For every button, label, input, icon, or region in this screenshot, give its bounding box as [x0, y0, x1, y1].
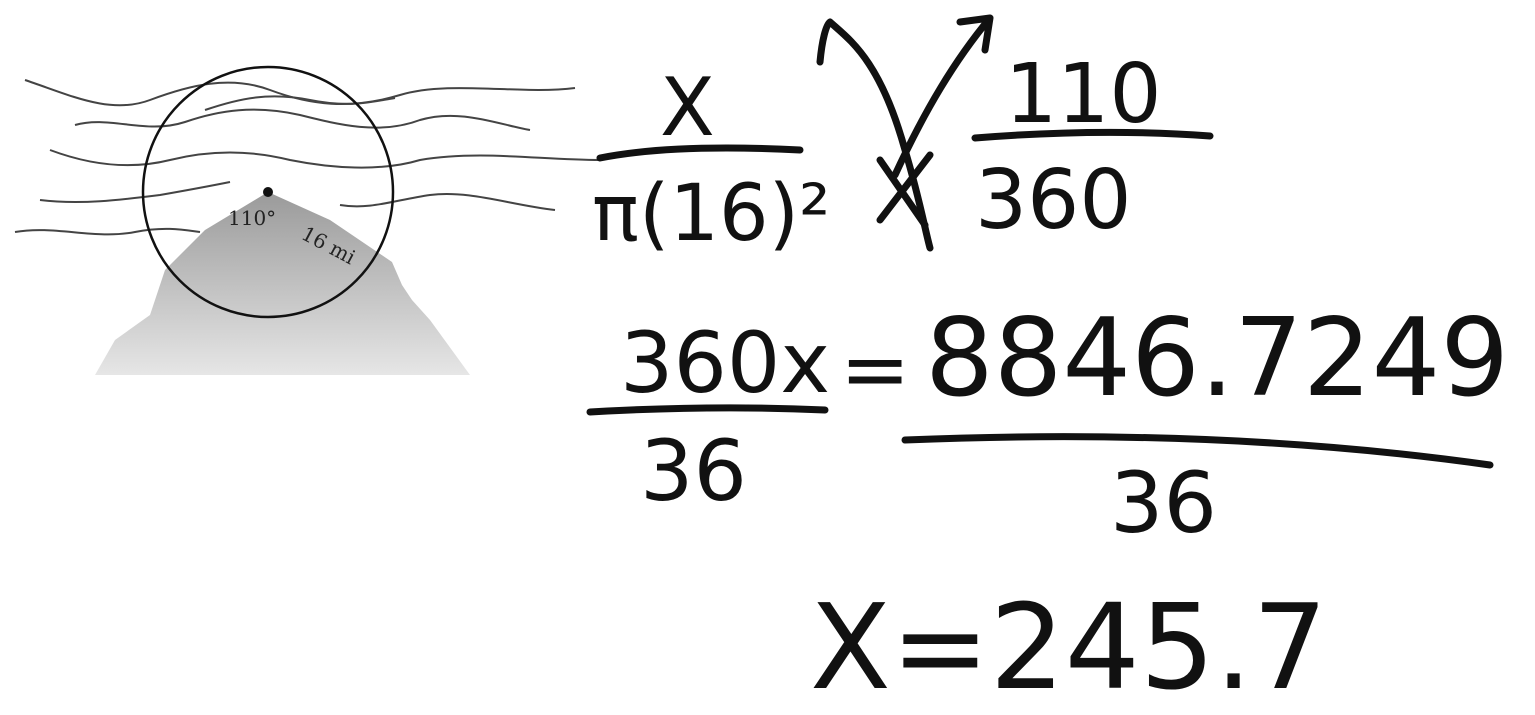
division-line: 360x 36 = 8846.7249 36 [586, 296, 1509, 552]
proportion-right-fraction-bar [971, 128, 1214, 142]
result-line: X=245.7 [810, 578, 1328, 715]
proportion-right-denominator: 360 [975, 153, 1132, 248]
proportion-right-numerator: 110 [1005, 47, 1162, 142]
division-left-numerator: 360x [620, 314, 830, 412]
division-left-denominator: 36 [640, 422, 747, 520]
final-answer: X=245.7 [810, 578, 1328, 715]
mountain-shape [95, 192, 470, 375]
handwritten-work: X π(16)² 110 360 360x 36 = 8846.7249 36 … [586, 14, 1509, 715]
proportion-left-denominator: π(16)² [592, 169, 830, 259]
division-right-denominator: 36 [1110, 454, 1217, 552]
proportion-left-fraction-bar [596, 144, 804, 162]
geometry-diagram: 110° 16 mi [14, 65, 601, 375]
division-left-fraction-bar [586, 404, 829, 416]
proportion-line: X π(16)² 110 360 [592, 14, 1214, 259]
proportion-left-numerator: X [660, 61, 715, 154]
wave-lines [14, 79, 601, 236]
division-right-fraction-bar [901, 433, 1494, 469]
cross-multiply-x [876, 151, 934, 229]
cross-multiply-arrow-2 [891, 14, 994, 179]
cross-multiply-arrow [816, 18, 934, 252]
center-point [263, 187, 273, 197]
angle-label: 110° [228, 206, 276, 230]
circle [141, 65, 395, 319]
division-right-numerator: 8846.7249 [925, 296, 1509, 421]
division-equals: = [840, 320, 910, 418]
